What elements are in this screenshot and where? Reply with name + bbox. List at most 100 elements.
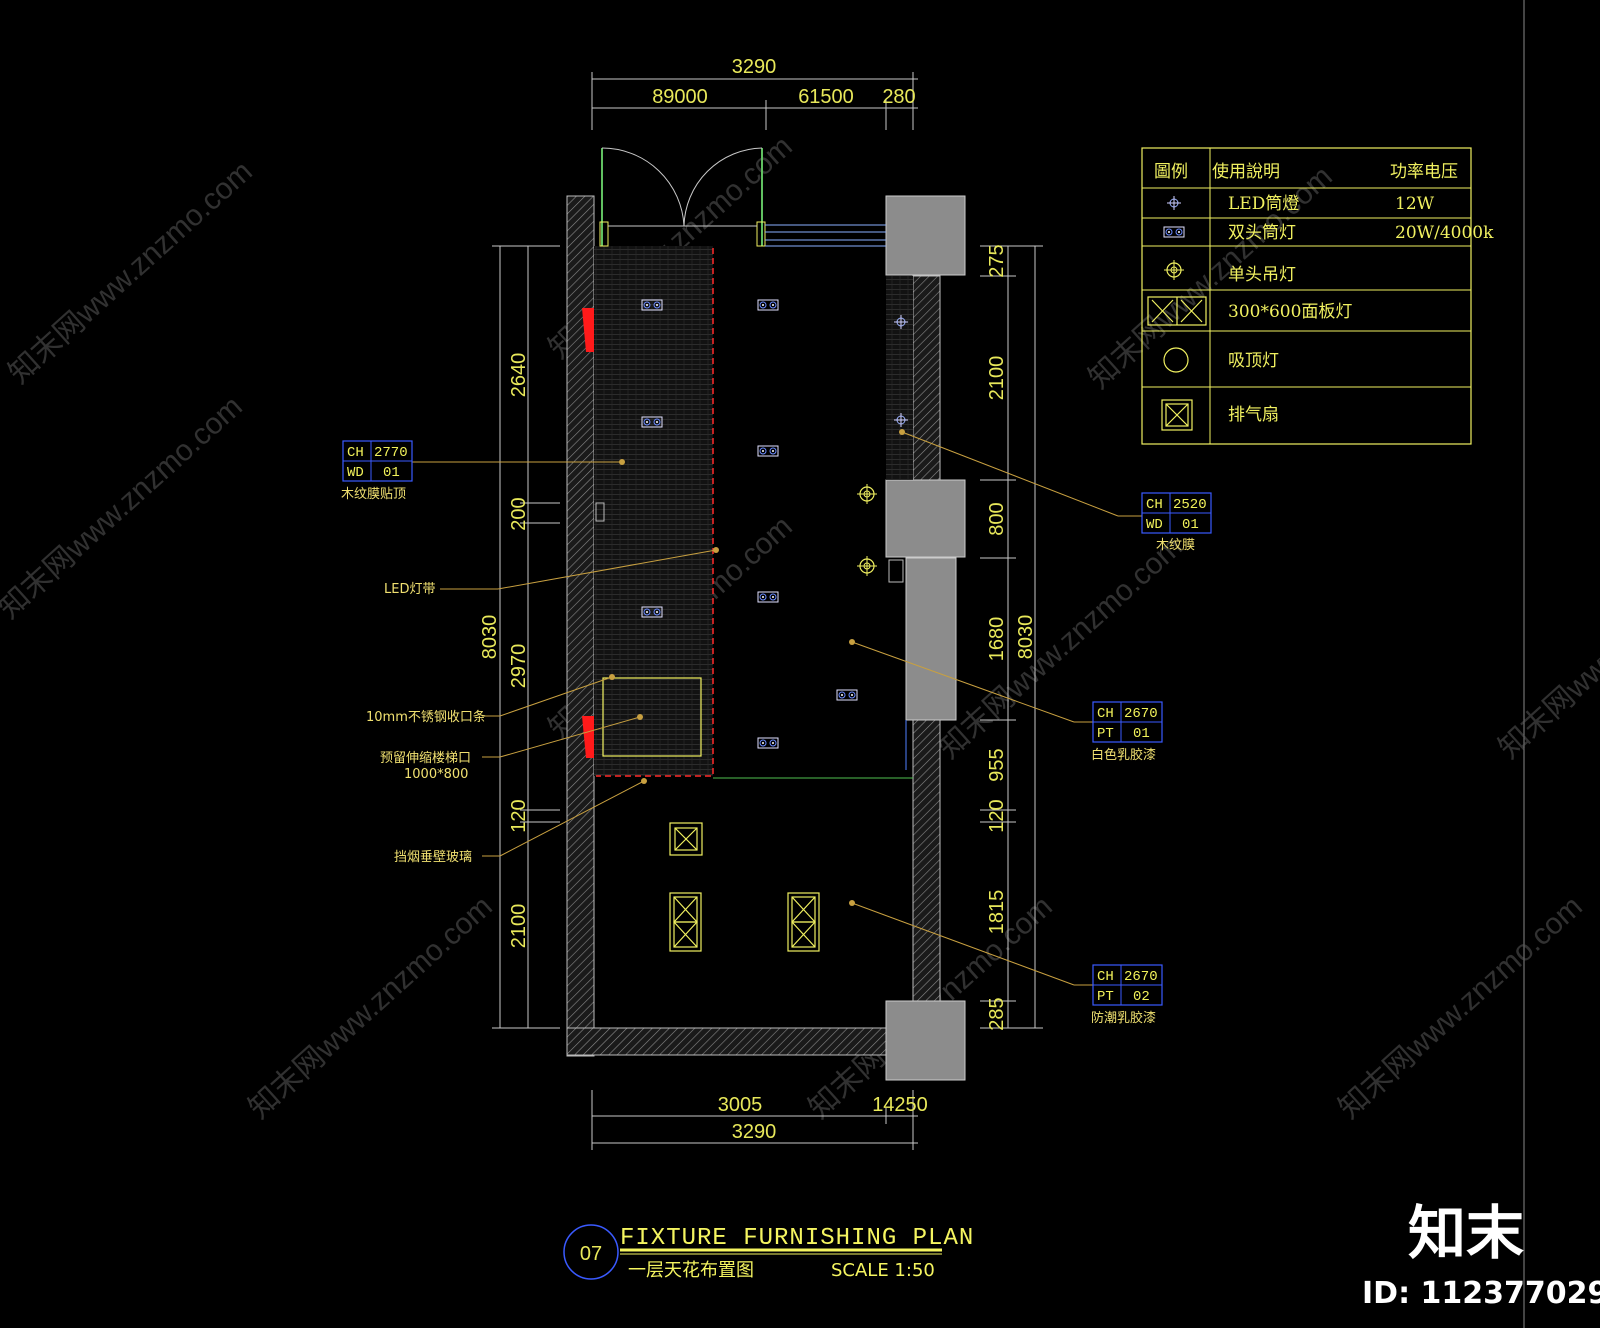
svg-text:CH: CH	[1146, 497, 1163, 513]
dim-right-6: 120	[986, 799, 1008, 832]
dim-top-b: 61500	[798, 86, 854, 108]
brand-logo: 知末	[1408, 1199, 1524, 1267]
material-tag: CH 2670 PT 01 白色乳胶漆	[1091, 701, 1163, 763]
svg-text:CH: CH	[347, 445, 364, 461]
legend-header-symbol: 圖例	[1154, 162, 1188, 182]
panel-light-icon	[669, 892, 820, 952]
legend-row-desc: 吸顶灯	[1228, 351, 1279, 371]
led-strip-line	[596, 248, 714, 777]
red-marker	[582, 308, 594, 352]
bottom-dimension-lines	[591, 1090, 918, 1150]
svg-text:知末网www.znzmo.com: 知末网www.znzmo.com	[1333, 890, 1589, 1125]
ceiling-light-icon	[1163, 347, 1189, 373]
svg-text:知末网www.znzmo.com: 知末网www.znzmo.com	[1493, 530, 1600, 765]
label-smoke-glass: 挡烟垂壁玻璃	[394, 850, 472, 865]
svg-text:01: 01	[1133, 726, 1150, 742]
stair-opening	[602, 677, 702, 757]
svg-text:01: 01	[383, 465, 400, 481]
pendant-light-icon	[856, 483, 878, 577]
exhaust-fan-icon	[669, 822, 703, 856]
drawing-title-block: 07 FIXTURE FURNISHING PLAN 一层天花布置图 SCALE…	[563, 1224, 974, 1281]
dim-right-2: 2100	[986, 356, 1008, 401]
svg-text:CH: CH	[1097, 706, 1114, 722]
label-stainless-trim: 10mm不锈钢收口条	[366, 709, 486, 725]
walls	[566, 195, 966, 1081]
switch-icon	[595, 502, 605, 522]
legend-row-desc: 排气扇	[1228, 405, 1279, 425]
legend-row-desc: LED筒燈	[1228, 194, 1299, 214]
dim-right-8: 285	[986, 997, 1008, 1030]
dim-left-4: 120	[508, 799, 530, 832]
tag-caption: 防潮乳胶漆	[1091, 1010, 1156, 1026]
drawing-title-en: FIXTURE FURNISHING PLAN	[620, 1225, 974, 1252]
svg-text:2670: 2670	[1124, 706, 1158, 722]
image-id: ID: 1123770294	[1362, 1276, 1600, 1311]
legend-row-desc: 300*600面板灯	[1228, 302, 1352, 322]
label-stair-opening: 预留伸缩楼梯口	[380, 750, 471, 766]
column-bottom	[885, 1000, 966, 1081]
svg-text:2770: 2770	[374, 445, 408, 461]
top-dimension-lines	[591, 72, 918, 130]
dim-bottom-total: 3290	[732, 1121, 777, 1143]
tag-caption: 木纹膜贴顶	[341, 487, 406, 502]
dim-left-3: 2970	[508, 644, 530, 689]
led-downlight-icon	[1166, 195, 1182, 211]
svg-text:PT: PT	[1097, 726, 1114, 742]
dim-left-total: 8030	[479, 615, 501, 660]
dim-top-total: 3290	[732, 56, 777, 78]
column-top	[885, 195, 966, 276]
red-marker	[582, 716, 594, 758]
svg-text:WD: WD	[1146, 517, 1163, 533]
legend-row-desc: 双头筒灯	[1228, 223, 1296, 243]
dim-top-c: 280	[882, 86, 915, 108]
svg-text:02: 02	[1133, 989, 1150, 1005]
dim-right-5: 955	[986, 748, 1008, 781]
leader-arrows	[609, 429, 905, 906]
svg-text:知末网www.znzmo.com: 知末网www.znzmo.com	[3, 155, 259, 390]
legend-header-power: 功率电压	[1390, 162, 1458, 182]
column-mid	[885, 479, 966, 558]
wood-film-ceiling	[594, 246, 713, 776]
right-dimension-lines	[980, 245, 1043, 1029]
left-dimension-lines	[492, 245, 560, 1029]
drawing-title-cn: 一层天花布置图	[628, 1260, 754, 1281]
drawing-number: 07	[580, 1243, 602, 1265]
label-led-strip: LED灯带	[384, 582, 435, 597]
legend-header-desc: 使用說明	[1212, 161, 1280, 182]
dim-bottom-a: 3005	[718, 1094, 763, 1116]
svg-text:CH: CH	[1097, 969, 1114, 985]
exhaust-fan-icon	[1161, 399, 1193, 431]
legend-table: 圖例 使用說明 功率电压 LED筒燈 12W 双头筒灯 20W/4000k 单头…	[1141, 147, 1494, 445]
dim-top-a: 89000	[652, 86, 708, 108]
leader-lines	[412, 431, 1142, 986]
legend-row-power: 12W	[1395, 194, 1435, 214]
wood-film-strip	[886, 276, 913, 480]
drawing-scale: SCALE 1:50	[831, 1260, 935, 1281]
svg-text:2670: 2670	[1124, 969, 1158, 985]
panel-box-icon	[888, 559, 904, 583]
svg-text:2520: 2520	[1173, 497, 1207, 513]
svg-text:01: 01	[1182, 517, 1199, 533]
svg-text:知末网www.znzmo.com: 知末网www.znzmo.com	[243, 890, 499, 1125]
dim-left-5: 2100	[508, 904, 530, 949]
material-tag: CH 2520 WD 01 木纹膜	[1141, 492, 1212, 553]
label-stair-size: 1000*800	[404, 767, 468, 782]
dim-left-2: 200	[508, 497, 530, 530]
double-downlight-icon	[1163, 226, 1185, 238]
dim-bottom-b: 14250	[872, 1094, 928, 1116]
dim-right-3: 800	[986, 502, 1008, 535]
svg-text:知末网www.znzmo.com: 知末网www.znzmo.com	[0, 390, 249, 625]
legend-row-desc: 单头吊灯	[1228, 265, 1296, 285]
material-tag: CH 2670 PT 02 防潮乳胶漆	[1091, 964, 1163, 1026]
tag-caption: 白色乳胶漆	[1091, 747, 1156, 763]
entrance-door	[599, 147, 886, 247]
watermark-layer: 知末网www.znzmo.com 知末网www.znzmo.com 知末网www…	[0, 130, 1600, 1125]
dim-right-7: 1815	[986, 890, 1008, 935]
legend-row-power: 20W/4000k	[1395, 223, 1494, 243]
panel-light-icon	[1147, 296, 1207, 326]
dim-right-total: 8030	[1015, 615, 1037, 660]
dim-right-4: 1680	[986, 617, 1008, 662]
cabinet-block	[905, 557, 957, 721]
dim-left-1: 2640	[508, 353, 530, 398]
